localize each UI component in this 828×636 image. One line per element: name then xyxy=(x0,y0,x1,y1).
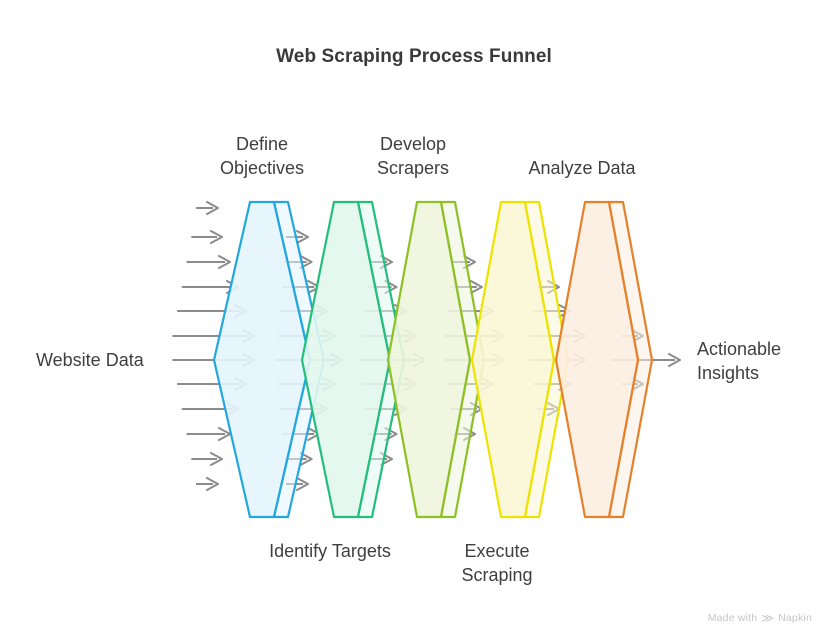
stage-label-identify-targets: Identify Targets xyxy=(269,541,391,561)
napkin-logo-icon: ≫ xyxy=(761,611,775,625)
output-label: Actionable Insights xyxy=(697,339,782,383)
stage-label-execute-scraping: Execute Scraping xyxy=(461,541,533,585)
funnel-stage-analyze-data[interactable] xyxy=(554,200,654,519)
arrow-head-icon xyxy=(209,229,224,245)
arrow-head-icon xyxy=(667,352,682,368)
arrow-head-icon xyxy=(299,451,313,467)
flow-arrow xyxy=(196,476,220,492)
stage-label-analyze-data: Analyze Data xyxy=(528,158,636,178)
flow-arrow xyxy=(191,451,224,467)
arrow-head-icon xyxy=(299,254,313,270)
arrow-head-icon xyxy=(295,476,310,492)
funnel-shapes-group xyxy=(212,200,654,519)
arrow-head-icon xyxy=(469,279,483,295)
arrow-head-icon xyxy=(205,476,220,492)
arrow-head-icon xyxy=(209,451,224,467)
stage-label-develop-scrapers: Develop Scrapers xyxy=(376,134,450,178)
arrow-head-icon xyxy=(217,254,232,270)
funnel-stage-execute-scraping[interactable] xyxy=(470,200,570,519)
arrow-head-icon xyxy=(205,200,220,216)
arrow-head-icon xyxy=(295,229,310,245)
funnel-stage-develop-scrapers[interactable] xyxy=(386,200,486,519)
funnel-edge-facet[interactable] xyxy=(607,200,654,519)
flow-arrow xyxy=(191,229,224,245)
page-title: Web Scraping Process Funnel xyxy=(276,46,552,67)
watermark-prefix: Made with xyxy=(707,612,758,624)
watermark-brand: Napkin xyxy=(778,612,812,624)
input-label: Website Data xyxy=(36,350,144,370)
flow-arrow xyxy=(196,200,220,216)
flow-arrow xyxy=(186,426,232,442)
flow-arrow xyxy=(186,254,232,270)
stage-label-define-objectives: Define Objectives xyxy=(219,134,305,178)
napkin-watermark: Made with ≫ Napkin xyxy=(708,612,812,624)
